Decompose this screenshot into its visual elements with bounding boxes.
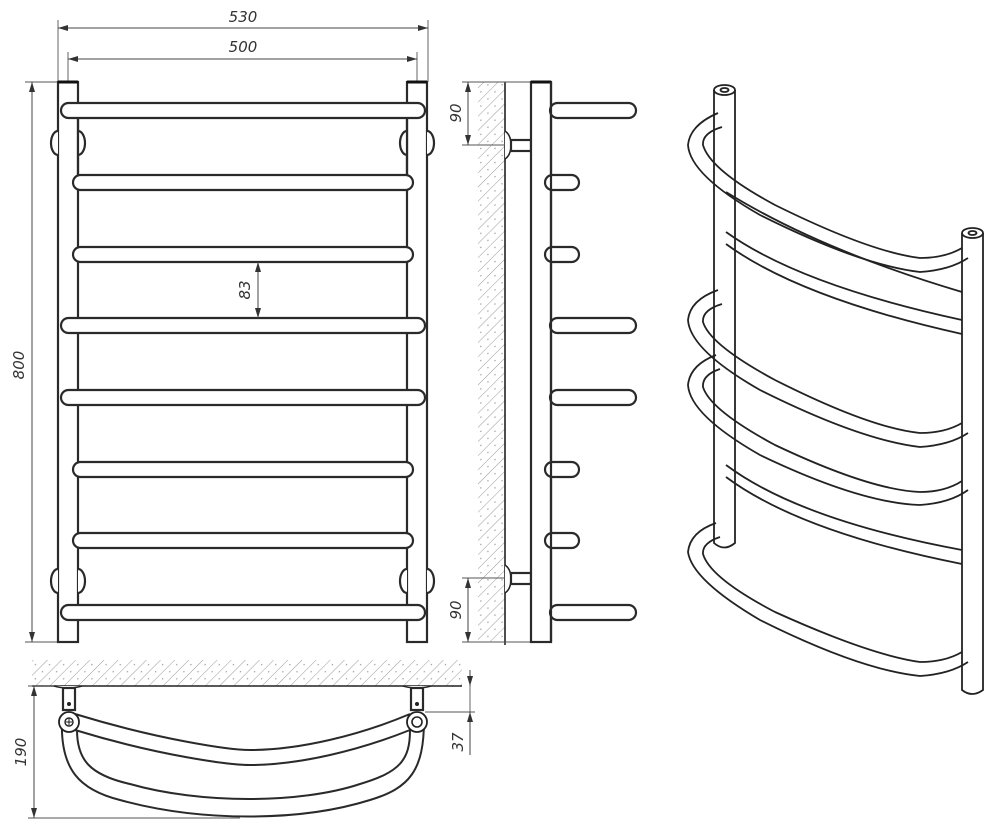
rung bbox=[59, 388, 427, 407]
dimension-overall-height: 800 bbox=[10, 81, 58, 643]
right-upright bbox=[405, 80, 429, 644]
label-530: 530 bbox=[229, 8, 258, 26]
wall-hatch bbox=[478, 82, 505, 642]
front-view: 530 500 800 bbox=[10, 8, 436, 644]
label-83: 83 bbox=[236, 280, 254, 299]
label-90-bottom: 90 bbox=[447, 600, 465, 619]
side-view: 90 90 bbox=[447, 80, 638, 645]
wall-hatch-top bbox=[32, 660, 462, 686]
label-90-top: 90 bbox=[447, 103, 465, 122]
rung bbox=[71, 245, 415, 264]
label-190: 190 bbox=[12, 738, 30, 767]
side-upright bbox=[529, 80, 553, 644]
dimension-center-distance: 500 bbox=[67, 38, 418, 82]
left-upright bbox=[56, 80, 80, 644]
isometric-view bbox=[687, 84, 984, 695]
label-37: 37 bbox=[449, 732, 467, 752]
wall-mounts bbox=[49, 129, 436, 595]
label-800: 800 bbox=[10, 351, 28, 380]
rung bbox=[71, 531, 415, 550]
rung bbox=[71, 173, 415, 192]
dimension-rung-spacing: 83 bbox=[236, 262, 261, 318]
dimension-overall-width: 530 bbox=[57, 8, 429, 82]
rung bbox=[59, 316, 427, 335]
rung bbox=[59, 603, 427, 622]
label-500: 500 bbox=[229, 38, 258, 56]
rungs bbox=[59, 101, 427, 622]
top-view: 190 37 bbox=[12, 660, 475, 819]
rung bbox=[59, 101, 427, 120]
rung bbox=[71, 460, 415, 479]
